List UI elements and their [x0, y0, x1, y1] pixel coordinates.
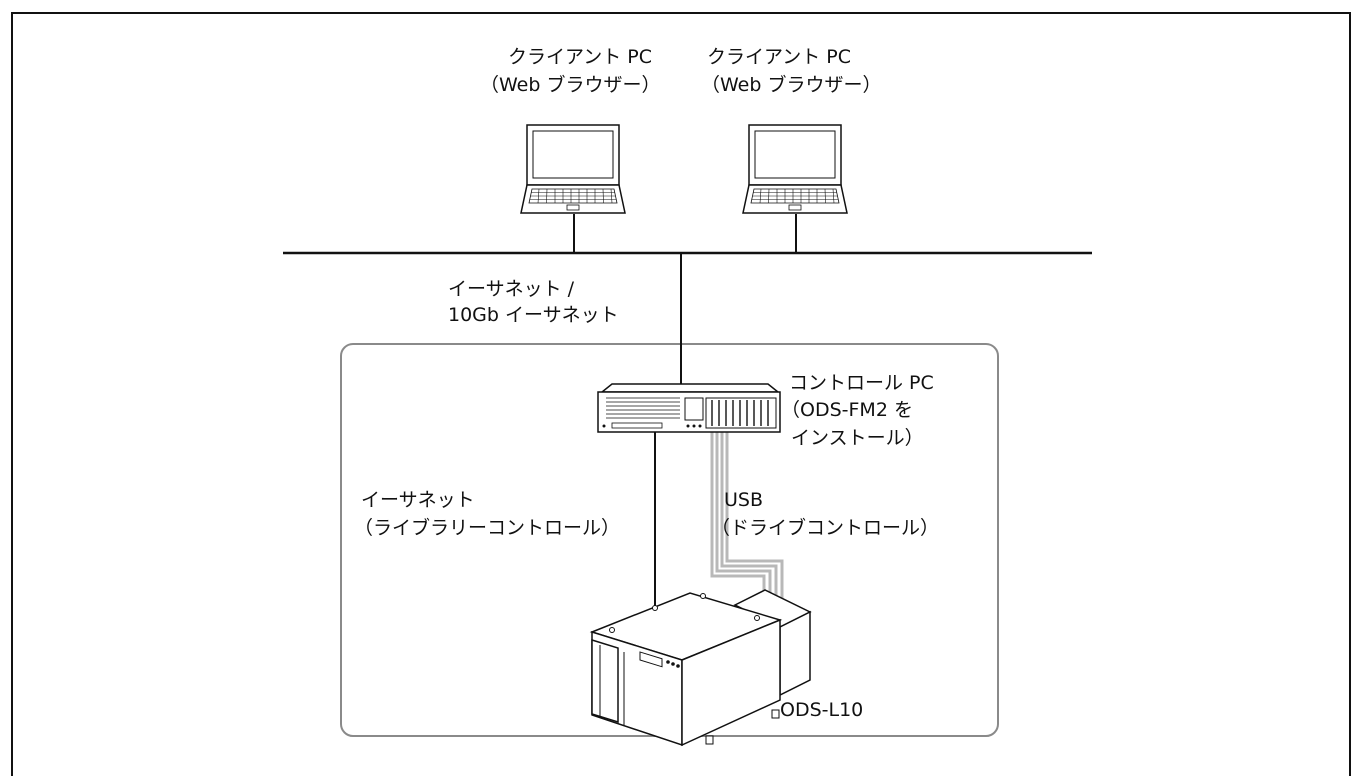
control-pc-sublabel-2: インストール） — [791, 427, 924, 449]
network-sublabel: 10Gb イーサネット — [448, 304, 619, 326]
client-pc-1-label: クライアント PC — [508, 46, 653, 68]
control-pc-server-icon — [597, 383, 781, 433]
ods-l10-label: ODS-L10 — [780, 699, 864, 721]
network-label: イーサネット / — [448, 278, 575, 300]
ethernet-label: イーサネット — [361, 489, 475, 511]
control-pc-sublabel-1: （ODS-FM2 を — [781, 399, 913, 421]
control-pc-label: コントロール PC — [789, 372, 934, 394]
client-pc-1-laptop-icon — [520, 124, 626, 214]
client-pc-2-sublabel: （Web ブラウザー） — [701, 74, 882, 96]
ethernet-sublabel: （ライブラリーコントロール） — [354, 517, 621, 539]
client-pc-1-sublabel: （Web ブラウザー） — [480, 74, 661, 96]
client-pc-2-label: クライアント PC — [707, 46, 852, 68]
client-pc-2-laptop-icon — [742, 124, 848, 214]
usb-sublabel: （ドライブコントロール） — [711, 517, 940, 539]
figure-frame — [11, 12, 1351, 776]
ods-l10-library-icon — [589, 589, 812, 747]
usb-label: USB — [724, 489, 764, 511]
